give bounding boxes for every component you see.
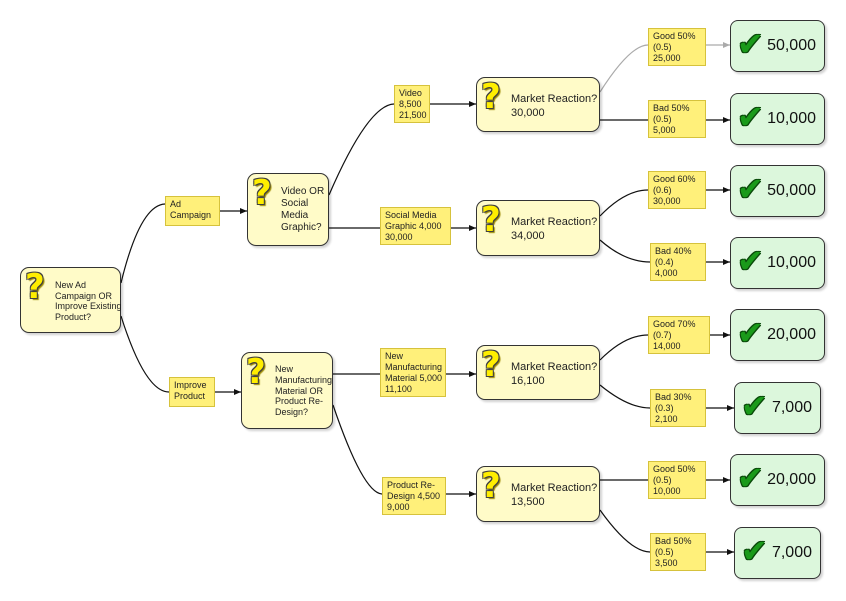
checkmark-icon: ✔ [737, 459, 764, 497]
outcome-material-good[interactable]: ✔ 20,000 [730, 309, 825, 361]
checkmark-icon: ✔ [737, 98, 764, 136]
branch-label-video[interactable]: Video 8,500 21,500 [394, 85, 430, 123]
outcome-redesign-good[interactable]: ✔ 20,000 [730, 454, 825, 506]
question-mark-icon: ? [481, 200, 501, 240]
branch-label-social-media[interactable]: Social Media Graphic 4,000 30,000 [380, 207, 451, 245]
branch-label-material-good[interactable]: Good 70% (0.7) 14,000 [648, 316, 710, 354]
edge-video-good [599, 44, 649, 93]
outcome-social-good[interactable]: ✔ 50,000 [730, 165, 825, 217]
branch-label-ad-campaign[interactable]: Ad Campaign [165, 196, 220, 226]
branch-label-material-bad[interactable]: Bad 30% (0.3) 2,100 [650, 389, 706, 427]
ad-decision-text: Video OR Social Media Graphic? [281, 186, 325, 233]
outcome-value: 50,000 [767, 37, 816, 54]
outcome-value: 20,000 [767, 326, 816, 343]
chance-node-redesign[interactable]: ? Market Reaction? 13,500 [476, 466, 600, 522]
edge-social-bad [599, 239, 651, 263]
improve-decision-text: New Manufacturing Material OR Product Re… [275, 364, 333, 418]
checkmark-icon: ✔ [737, 314, 764, 352]
outcome-material-bad[interactable]: ✔ 7,000 [734, 382, 821, 434]
question-mark-icon: ? [481, 77, 501, 117]
chance-node-text: Market Reaction? 13,500 [511, 482, 598, 508]
chance-node-material[interactable]: ? Market Reaction? 16,100 [476, 345, 600, 400]
question-mark-icon: ? [481, 466, 501, 506]
edge-material-good [599, 334, 649, 361]
root-decision-text: New Ad Campaign OR Improve Existing Prod… [55, 280, 122, 322]
checkmark-icon: ✔ [741, 532, 768, 570]
branch-label-video-good[interactable]: Good 50% (0.5) 25,000 [648, 28, 706, 66]
improve-decision-node[interactable]: ? New Manufacturing Material OR Product … [241, 352, 333, 429]
outcome-video-bad[interactable]: ✔ 10,000 [730, 93, 825, 145]
outcome-value: 7,000 [771, 544, 812, 561]
branch-label-improve-product[interactable]: Improve Product [169, 377, 215, 407]
checkmark-icon: ✔ [741, 387, 768, 425]
edge-redesign-bad [599, 509, 651, 553]
chance-node-social[interactable]: ? Market Reaction? 34,000 [476, 200, 600, 256]
question-mark-icon: ? [481, 345, 501, 385]
question-mark-icon: ? [252, 173, 272, 213]
outcome-value: 10,000 [767, 254, 816, 271]
chance-node-video[interactable]: ? Market Reaction? 30,000 [476, 77, 600, 132]
edge-root-improve [120, 315, 170, 393]
outcome-value: 7,000 [771, 399, 812, 416]
chance-node-text: Market Reaction? 16,100 [511, 361, 598, 387]
branch-label-video-bad[interactable]: Bad 50% (0.5) 5,000 [648, 100, 706, 138]
outcome-social-bad[interactable]: ✔ 10,000 [730, 237, 825, 289]
branch-label-redesign-good[interactable]: Good 50% (0.5) 10,000 [648, 461, 706, 499]
outcome-value: 50,000 [767, 182, 816, 199]
question-mark-icon: ? [246, 352, 266, 392]
branch-label-product-redesign[interactable]: Product Re- Design 4,500 9,000 [382, 477, 446, 515]
checkmark-icon: ✔ [737, 25, 764, 63]
edge-improve-redesign [332, 404, 383, 495]
ad-decision-node[interactable]: ? Video OR Social Media Graphic? [247, 173, 329, 246]
edge-social-good [599, 189, 649, 217]
checkmark-icon: ✔ [737, 242, 764, 280]
branch-label-new-material[interactable]: New Manufacturing Material 5,000 11,100 [380, 348, 446, 397]
outcome-value: 10,000 [767, 110, 816, 127]
root-decision-node[interactable]: ? New Ad Campaign OR Improve Existing Pr… [20, 267, 122, 333]
branch-label-redesign-bad[interactable]: Bad 50% (0.5) 3,500 [650, 533, 706, 571]
edge-material-bad [599, 384, 651, 409]
edge-ad-video [328, 103, 395, 196]
branch-label-social-bad[interactable]: Bad 40% (0.4) 4,000 [650, 243, 706, 281]
chance-node-text: Market Reaction? 34,000 [511, 216, 598, 242]
checkmark-icon: ✔ [737, 170, 764, 208]
chance-node-text: Market Reaction? 30,000 [511, 93, 598, 119]
edge-root-ad [120, 203, 166, 284]
branch-label-social-good[interactable]: Good 60% (0.6) 30,000 [648, 171, 706, 209]
outcome-video-good[interactable]: ✔ 50,000 [730, 20, 825, 72]
question-mark-icon: ? [25, 267, 45, 307]
outcome-redesign-bad[interactable]: ✔ 7,000 [734, 527, 821, 579]
outcome-value: 20,000 [767, 471, 816, 488]
